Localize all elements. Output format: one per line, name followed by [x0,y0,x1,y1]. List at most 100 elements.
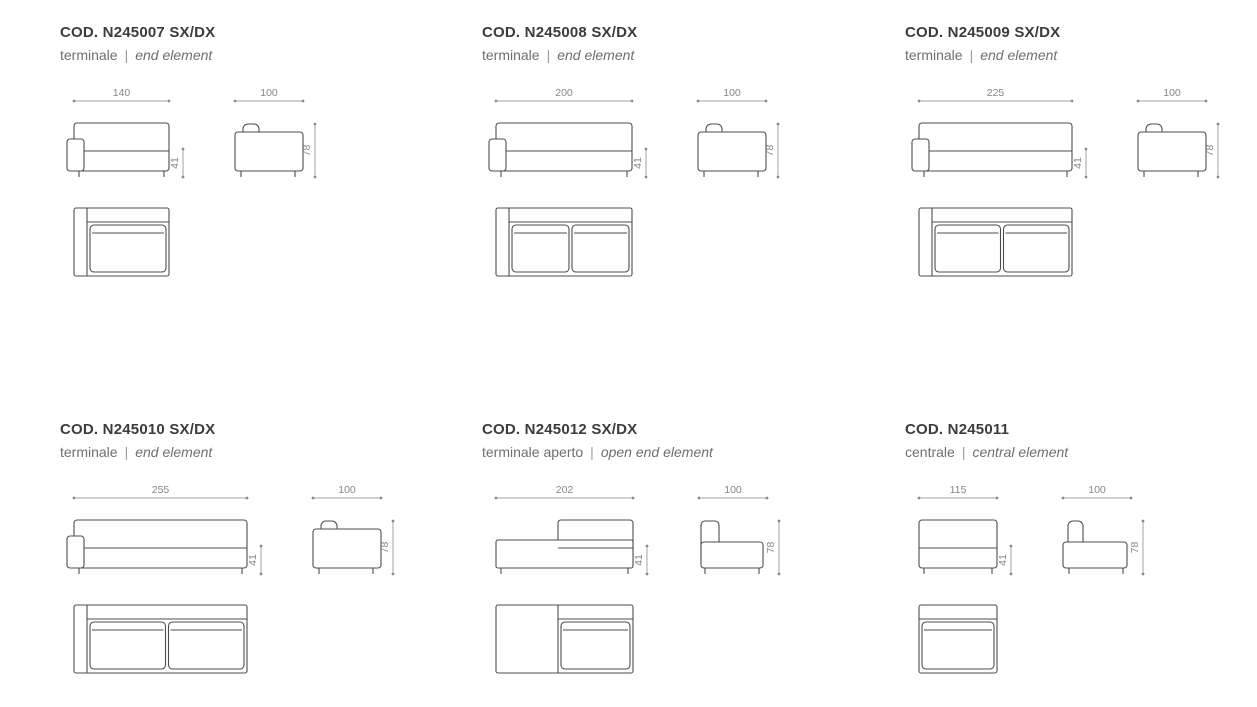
product-code: COD. N245009 SX/DX [905,24,1061,41]
sofa-armrest [911,138,930,172]
sofa-seat [1062,541,1128,569]
front-view-drawing: 225 41 [905,85,1100,190]
subtitle-separator: | [969,47,974,63]
sofa-body [918,519,998,569]
sofa-seat [495,539,634,569]
dimension-label: 100 [724,484,742,496]
elevation-views: 140 41 100 78 [60,85,482,190]
product-code: COD. N245012 SX/DX [482,421,638,438]
product-name-en: end element [980,47,1058,63]
side-view-drawing: 100 78 [686,85,792,190]
front-view-drawing: 202 41 [482,482,661,587]
product-name-en: end element [135,47,213,63]
product-subtitle: terminale aperto | open end element [482,444,905,460]
product-name-it: terminale [60,444,118,460]
subtitle-separator: | [961,444,966,460]
seat-cushion [934,224,1002,273]
plan-outline [918,604,998,674]
product-cell: COD. N245008 SX/DX terminale|end element… [482,24,905,421]
dimension-label: 41 [169,157,181,169]
sofa-body [918,122,1073,172]
seat-cushion [89,224,167,273]
dimension-label: 41 [247,554,259,566]
dimension-label: 202 [556,484,574,496]
sofa-body [73,519,248,569]
product-cell: COD. N245010 SX/DX terminale | end element… [60,421,482,684]
product-subtitle: centrale|central element [905,444,1257,460]
plan-outline [495,207,633,277]
plan-outline [73,207,170,277]
elevation-views: 202 41 100 78 [482,482,905,587]
dimension-label: 78 [301,145,313,157]
seat-cushion [1002,224,1070,273]
top-view-drawing [60,202,482,287]
plan-outline [73,604,248,674]
product-code: COD. N245011 [905,421,1010,438]
dimension-label: 115 [950,484,967,496]
subtitle-separator: | [590,444,594,460]
dimension-label: 225 [987,87,1005,99]
product-cell: COD. N245009 SX/DX terminale | end element… [905,24,1257,421]
side-view-drawing: 100 78 [223,85,329,190]
product-subtitle: terminale | end element [60,444,482,460]
side-view-drawing: 100 78 [301,482,407,587]
product-name-en: end element [135,444,213,460]
product-cell: COD. N245011 centrale|central element 11… [905,421,1257,684]
sofa-body [495,122,633,172]
product-code: COD. N245010 SX/DX [60,421,216,438]
dimension-label: 100 [723,87,741,99]
dimension-label: 78 [379,542,391,554]
product-name-it: terminale aperto [482,444,584,460]
dimension-label: 100 [1163,87,1181,99]
seat-cushion [167,621,245,670]
product-sheet: COD. N245007 SX/DX terminale | end element… [60,24,1257,684]
product-name-it: terminale [905,47,963,63]
side-view-drawing: 100 78 [1051,482,1157,587]
sofa-body [697,131,767,172]
dimension-label: 100 [260,87,278,99]
sofa-body [1137,131,1207,172]
subtitle-separator: | [124,444,129,460]
sofa-armrest [66,138,85,172]
top-view-drawing [905,599,1257,684]
dimension-label: 100 [1088,484,1106,496]
dimension-label: 41 [1072,157,1084,169]
top-view-drawing [905,202,1257,287]
dimension-label: 41 [633,554,645,566]
dimension-label: 140 [113,87,131,99]
plan-outline [495,604,634,674]
product-code: COD. N245007 SX/DX [60,24,216,41]
elevation-views: 225 41 100 78 [905,85,1257,190]
front-view-drawing: 140 41 [60,85,197,190]
product-name-it: terminale [482,47,540,63]
product-name-it: terminale [60,47,118,63]
sofa-body [73,122,170,172]
seat-cushion [571,224,630,273]
dimension-label: 100 [338,484,356,496]
dimension-label: 78 [1204,145,1216,157]
sofa-armrest [488,138,507,172]
sofa-body [312,528,382,569]
sofa-seat [700,541,764,569]
subtitle-separator: | [124,47,129,63]
dimension-label: 41 [632,157,644,169]
product-name-it: centrale [905,444,955,460]
product-subtitle: terminale|end element [482,47,905,63]
dimension-label: 41 [997,554,1009,566]
top-view-drawing [60,599,482,684]
product-subtitle: terminale | end element [60,47,482,63]
dimension-label: 78 [764,145,776,157]
product-code: COD. N245008 SX/DX [482,24,638,41]
seat-cushion [511,224,570,273]
side-view-drawing: 100 78 [687,482,793,587]
elevation-views: 115 41 100 78 [905,482,1257,587]
dimension-label: 78 [1129,542,1141,554]
product-name-en: end element [557,47,635,63]
dimension-label: 78 [765,542,777,554]
front-view-drawing: 115 41 [905,482,1025,587]
product-cell: COD. N245012 SX/DX terminale aperto | open… [482,421,905,684]
product-name-en: open end element [600,444,713,460]
